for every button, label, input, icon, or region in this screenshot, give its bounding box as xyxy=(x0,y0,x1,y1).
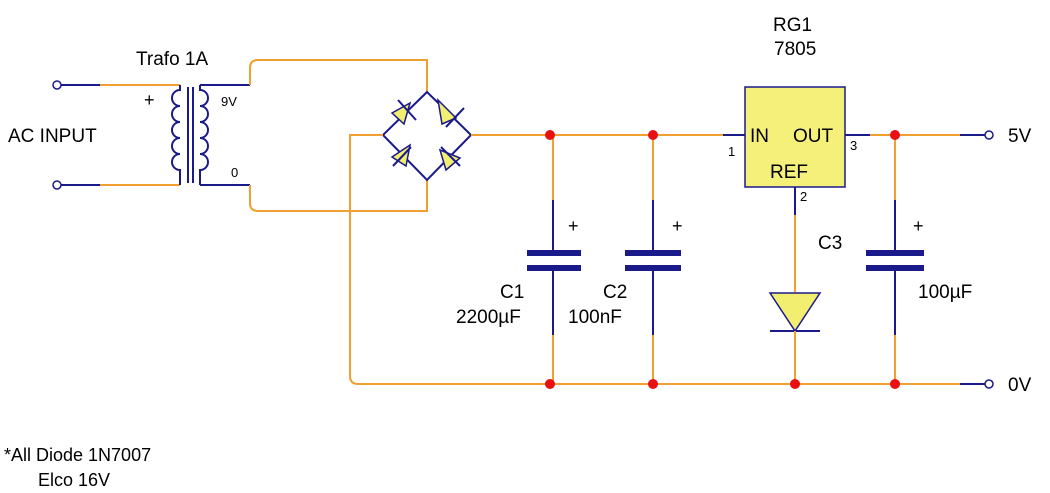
note-elco: Elco 16V xyxy=(38,470,110,490)
primary-plus-mark: + xyxy=(144,90,155,110)
ac-terminal-top xyxy=(52,80,62,90)
pin-number-2: 2 xyxy=(800,189,807,204)
output-0v-label: 0V xyxy=(1008,375,1032,396)
c3-name: C3 xyxy=(818,233,842,254)
capacitor-c2 xyxy=(625,135,681,384)
junction-dots xyxy=(545,130,900,389)
regulator-part: 7805 xyxy=(774,39,816,60)
c1-plus-mark: + xyxy=(568,216,579,236)
pin-number-3: 3 xyxy=(850,138,857,153)
bridge-diode-top-right xyxy=(436,97,465,128)
junction-dot xyxy=(545,379,555,389)
output-5v-label: 5V xyxy=(1008,126,1032,147)
bridge-diode-top-left xyxy=(390,99,417,126)
c1-name: C1 xyxy=(500,282,524,303)
output-rail xyxy=(870,130,994,140)
reference-diode xyxy=(768,215,822,384)
capacitor-c1 xyxy=(527,135,581,384)
ground-return-wire xyxy=(349,134,548,385)
regulator-7805 xyxy=(744,86,870,215)
secondary-winding xyxy=(199,85,209,185)
reference-diode-triangle xyxy=(768,292,822,333)
junction-dot xyxy=(890,379,900,389)
c2-value: 100nF xyxy=(568,307,622,328)
primary-winding xyxy=(171,85,181,185)
transformer xyxy=(171,84,250,186)
c1-value: 2200µF xyxy=(456,307,521,328)
secondary-0-label: 0 xyxy=(231,165,238,180)
junction-dot xyxy=(648,130,658,140)
junction-dot xyxy=(545,130,555,140)
regulator-name: RG1 xyxy=(773,15,812,36)
note-diode: *All Diode 1N7007 xyxy=(4,445,151,465)
regulator-pin-ref: REF xyxy=(770,162,808,183)
ac-input-label: AC INPUT xyxy=(8,126,97,147)
output-5v-terminal xyxy=(984,130,994,140)
bridge-diode-bottom-right xyxy=(438,146,462,172)
c2-plus-mark: + xyxy=(672,216,683,236)
regulator-pin-out: OUT xyxy=(793,126,834,147)
ac-input-terminals xyxy=(52,80,180,190)
pin-number-1: 1 xyxy=(728,144,735,159)
secondary-wires xyxy=(249,59,428,212)
bridge-diode-bottom-left xyxy=(390,143,412,168)
c3-value: 100µF xyxy=(918,282,972,303)
capacitor-c3 xyxy=(866,135,924,384)
junction-dot xyxy=(648,379,658,389)
junction-dot xyxy=(790,379,800,389)
junction-dot xyxy=(890,130,900,140)
c2-name: C2 xyxy=(603,282,627,303)
secondary-9v-label: 9V xyxy=(221,94,237,109)
transformer-label: Trafo 1A xyxy=(136,49,208,70)
regulator-pin-in: IN xyxy=(750,126,769,147)
c3-plus-mark: + xyxy=(913,216,924,236)
bridge-rectifier xyxy=(381,90,473,182)
output-0v-terminal xyxy=(984,379,994,389)
ground-rail xyxy=(548,379,994,389)
ac-terminal-bottom xyxy=(52,180,62,190)
